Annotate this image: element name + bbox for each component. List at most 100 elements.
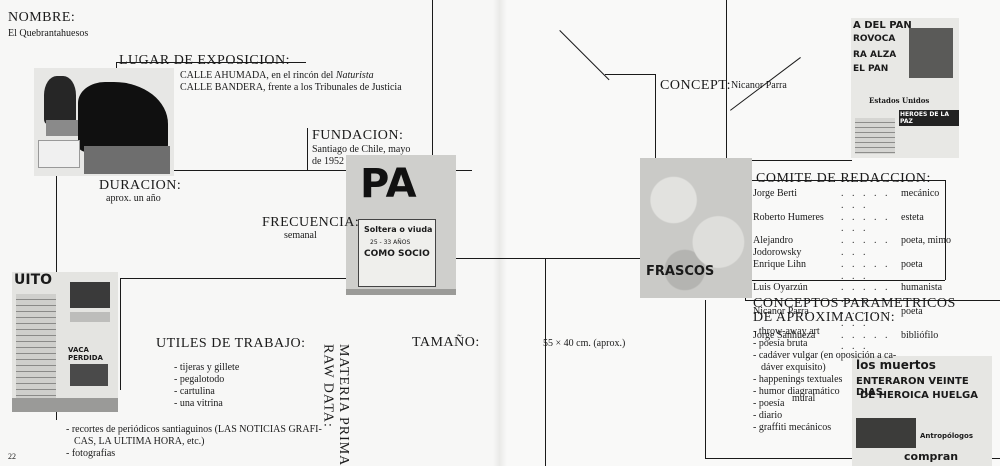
collage-photo-hat xyxy=(34,68,174,176)
comite-leader: . . . . . . . . xyxy=(841,258,891,282)
connector-line xyxy=(726,0,727,158)
comite-role: mecánico xyxy=(901,188,940,199)
connector-line xyxy=(655,74,656,158)
clip-text-vaca: VACA PERDIDA xyxy=(68,346,103,362)
connector-line xyxy=(432,0,433,170)
page-number: 22 xyxy=(8,452,16,461)
clip-text-soltera: Soltera o viuda xyxy=(364,225,433,234)
materia-item2: - fotografías xyxy=(66,448,116,459)
clip-text-como-socio: COMO SOCIO xyxy=(364,249,430,259)
concept-value: Nicanor Parra xyxy=(731,80,787,91)
concept-heading: CONCEPT: xyxy=(660,78,731,93)
list-item: Nicanor Parra. . . . . . . .poeta xyxy=(753,306,951,330)
comite-leader: . . . . . . . . xyxy=(841,235,891,258)
frecuencia-value: semanal xyxy=(284,230,317,241)
materia-item1-line1: - recortes de periódicos santiaguinos (L… xyxy=(66,424,322,435)
clip-text-estados: Estados Unidos xyxy=(869,96,930,105)
list-item: - tijeras y gillete xyxy=(174,362,240,373)
connector-line xyxy=(752,180,946,181)
collage-photo-del-pan: A DEL PAN ROVOCA RA ALZA EL PAN Estados … xyxy=(851,18,959,158)
comite-role: poeta xyxy=(901,305,923,317)
collage-photo-vaca: UITO VACA PERDIDA xyxy=(12,272,118,412)
connector-line xyxy=(120,278,121,390)
lugar-line1-italic: Naturista xyxy=(335,70,374,81)
materia-item1-line2: CAS, LA ULTIMA HORA, etc.) xyxy=(74,436,205,447)
connector-line xyxy=(745,300,1000,301)
comite-name: Nicanor Parra xyxy=(753,305,809,317)
connector-line xyxy=(605,74,655,75)
clip-text-frascos: FRASCOS xyxy=(646,264,715,279)
nombre-value: El Quebrantahuesos xyxy=(8,28,89,39)
nombre-heading: NOMBRE: xyxy=(8,10,76,25)
fundacion-line1: Santiago de Chile, mayo xyxy=(312,144,411,155)
lugar-line2: CALLE BANDERA, frente a los Tribunales d… xyxy=(180,82,402,93)
list-item: Roberto Humeres. . . . . . . .esteta xyxy=(753,212,951,236)
list-item: - happenings textuales xyxy=(753,374,843,385)
collage-photo-poster-pa: PA Soltera o viuda 25 - 33 AÑOS COMO SOC… xyxy=(346,155,456,295)
fundacion-heading: FUNDACION: xyxy=(312,128,404,143)
comite-name: Alejandro Jodorowsky xyxy=(753,235,802,258)
connector-line xyxy=(705,300,706,458)
list-item: Enrique Lihn . . . . . . . . poeta xyxy=(753,259,951,283)
comite-name: Enrique Lihn xyxy=(753,258,807,270)
duracion-heading: DURACION: xyxy=(99,178,182,193)
list-item: - una vitrina xyxy=(174,398,223,409)
materia-line1: MATERIA PRIMA xyxy=(335,344,351,466)
clip-text-heroica: DE HEROICA HUELGA xyxy=(860,390,978,401)
conceptos-list: - throw-away art - poesía bruta - cadáve… xyxy=(753,326,896,434)
list-item: - humor diagramático xyxy=(753,386,840,397)
connector-line xyxy=(455,258,640,259)
list-item: - diario xyxy=(753,410,783,421)
conceptos-heading-line1: CONCEPTOS PARAMETRICOS xyxy=(753,296,956,311)
connector-line xyxy=(122,170,472,171)
lugar-line1-prefix: CALLE AHUMADA, en el rincón del xyxy=(180,70,336,81)
comite-role: bibliófilo xyxy=(901,329,939,341)
comite-heading: COMITE DE REDACCION: xyxy=(756,171,931,186)
list-item: - poesía bruta xyxy=(753,338,808,349)
connector-line xyxy=(307,128,308,170)
duracion-value: aprox. un año xyxy=(106,193,161,204)
list-item: - cartulina xyxy=(174,386,215,397)
fundacion-line2: de 1952 xyxy=(312,156,344,167)
clip-text-el-pan: EL PAN xyxy=(853,64,889,74)
utiles-list: - tijeras y gillete - pegalotodo - cartu… xyxy=(174,362,239,410)
comite-leader: . . . . . . . . xyxy=(841,211,891,235)
clip-text-pa: PA xyxy=(360,161,417,207)
list-item: Alejandro Jodorowsky. . . . . . . .poeta… xyxy=(753,235,951,259)
comite-leader: . . . . . . . . xyxy=(841,329,891,353)
connector-line xyxy=(945,180,946,280)
comite-name: Luis Oyarzún xyxy=(753,282,808,294)
clip-text-uito: UITO xyxy=(14,272,53,288)
list-item: - pegalotodo xyxy=(174,374,225,385)
clip-text-enteraron: ENTERARON VEINTE DIAS xyxy=(856,376,969,398)
collage-photo-frascos: FRASCOS xyxy=(640,158,752,298)
utiles-heading: UTILES DE TRABAJO: xyxy=(156,336,306,351)
tamano-heading: TAMAÑO: xyxy=(412,335,480,350)
comite-leader: . . . . . . . . xyxy=(841,188,891,211)
list-item: - throw-away art xyxy=(753,326,820,337)
conceptos-mural: mural xyxy=(792,393,816,404)
comite-role: poeta xyxy=(901,258,923,270)
clip-text-heroes: HEROES DE LA PAZ xyxy=(899,110,959,126)
book-gutter xyxy=(493,0,507,466)
clip-text-compran: compran xyxy=(904,450,959,463)
list-item: - cadáver vulgar (en oposición a ca- xyxy=(753,350,897,361)
comite-name: Roberto Humeres xyxy=(753,211,824,223)
comite-name: Jorge Sanhueza xyxy=(753,329,816,341)
materia-line2: RAW DATA: xyxy=(320,344,336,428)
list-item: Jorge Berti. . . . . . . .mecánico xyxy=(753,188,951,212)
list-item: Jorge Sanhueza . . . . . . . . bibliófilo xyxy=(753,330,951,354)
comite-leader: . . . . . . . . xyxy=(841,282,891,306)
materia-prima-heading: MATERIA PRIMA RAW DATA: xyxy=(320,344,351,466)
tamano-value: 55 × 40 cm. (aprox.) xyxy=(543,338,626,349)
list-item: - graffiti mecánicos xyxy=(753,422,832,433)
list-item: dáver exquisito) xyxy=(761,362,826,373)
lugar-line1: CALLE AHUMADA, en el rincón del Naturist… xyxy=(180,70,374,82)
clip-text-ra-alza: RA ALZA xyxy=(853,50,897,60)
conceptos-heading-line2: DE APROXIMACION: xyxy=(753,310,896,325)
list-item: Luis Oyarzún. . . . . . . .humanista xyxy=(753,282,951,306)
connector-line xyxy=(120,278,350,279)
connector-line xyxy=(726,160,852,161)
clip-text-del-pan: A DEL PAN xyxy=(853,20,912,31)
